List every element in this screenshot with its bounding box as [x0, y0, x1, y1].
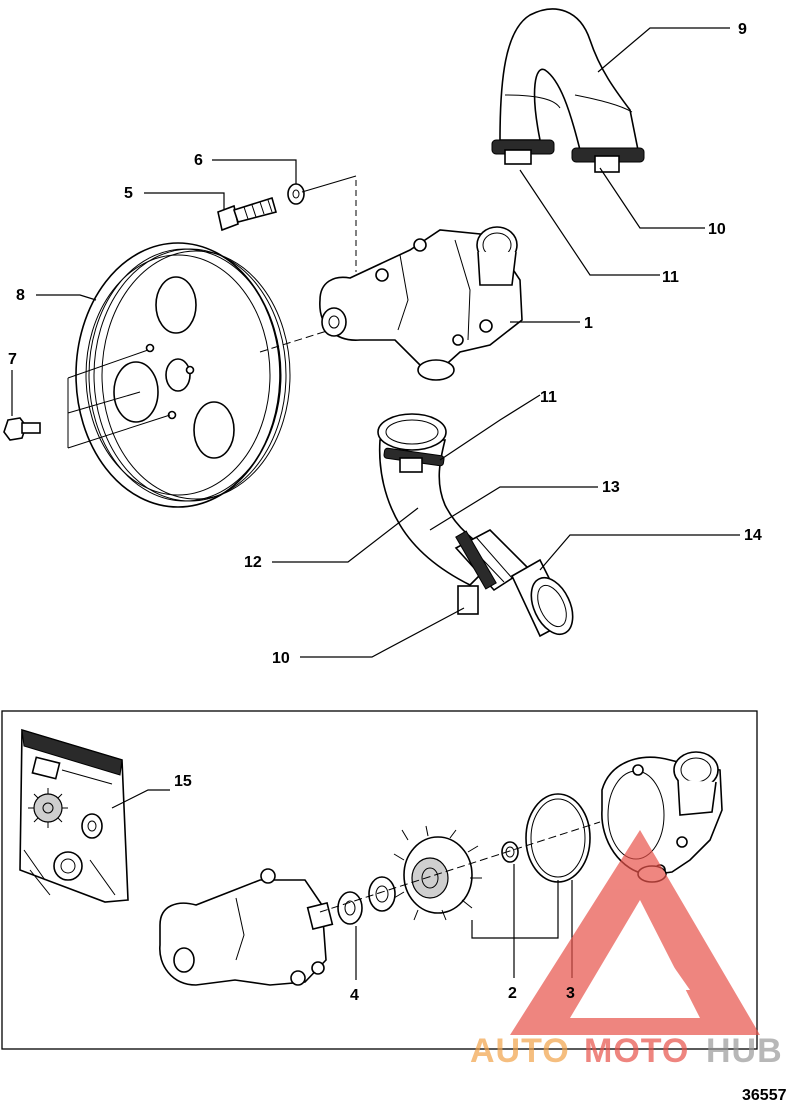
bolt-7: [3, 349, 171, 449]
callout-9: 9: [738, 21, 747, 38]
wear-ring: [368, 876, 396, 912]
automotohub-watermark: AUTO MOTO HUB: [470, 830, 783, 1070]
screw-5: [217, 196, 277, 232]
mount-line-2: [301, 175, 357, 193]
callout-10-lower: 10: [272, 650, 290, 667]
impeller: [393, 825, 482, 921]
pump-body-inset: [159, 868, 334, 986]
callout-11-upper: 11: [662, 269, 679, 286]
leader-lines-upper: [11, 27, 740, 658]
callout-10-upper: 10: [708, 221, 726, 238]
figure-number: 36557: [742, 1087, 787, 1104]
callout-6: 6: [194, 152, 203, 169]
callout-1: 1: [584, 315, 593, 332]
inset-centerline: [319, 821, 601, 913]
gasket-3: [525, 793, 591, 883]
callout-12: 12: [244, 554, 262, 571]
callout-14: 14: [744, 527, 762, 544]
callout-7: 7: [8, 351, 17, 368]
callout-15: 15: [174, 773, 192, 790]
callout-11-lower: 11: [540, 389, 557, 406]
watermark-text-auto: AUTO: [470, 1032, 570, 1070]
watermark-text-moto: MOTO: [584, 1032, 689, 1070]
callout-3: 3: [566, 985, 575, 1002]
centerline: [259, 329, 331, 353]
impeller-kit-bag-15: [19, 728, 129, 903]
hose-9: [491, 8, 645, 173]
watermark-text-hub: HUB: [706, 1032, 783, 1070]
callout-4: 4: [350, 987, 359, 1004]
pulley-8: [75, 242, 291, 508]
fitting-14: [510, 558, 574, 638]
seal-4: [337, 891, 363, 925]
water-pump-1: [319, 226, 523, 381]
callout-2: 2: [508, 985, 517, 1002]
watermark-triangle-logo: [510, 830, 760, 1035]
callout-8: 8: [16, 287, 25, 304]
callout-5: 5: [124, 185, 133, 202]
coupling-13: [454, 529, 530, 615]
impeller-kit-inset-frame: [1, 710, 758, 1050]
washer-6: [287, 183, 305, 205]
callout-13: 13: [602, 479, 620, 496]
o-ring-2: [501, 841, 519, 863]
